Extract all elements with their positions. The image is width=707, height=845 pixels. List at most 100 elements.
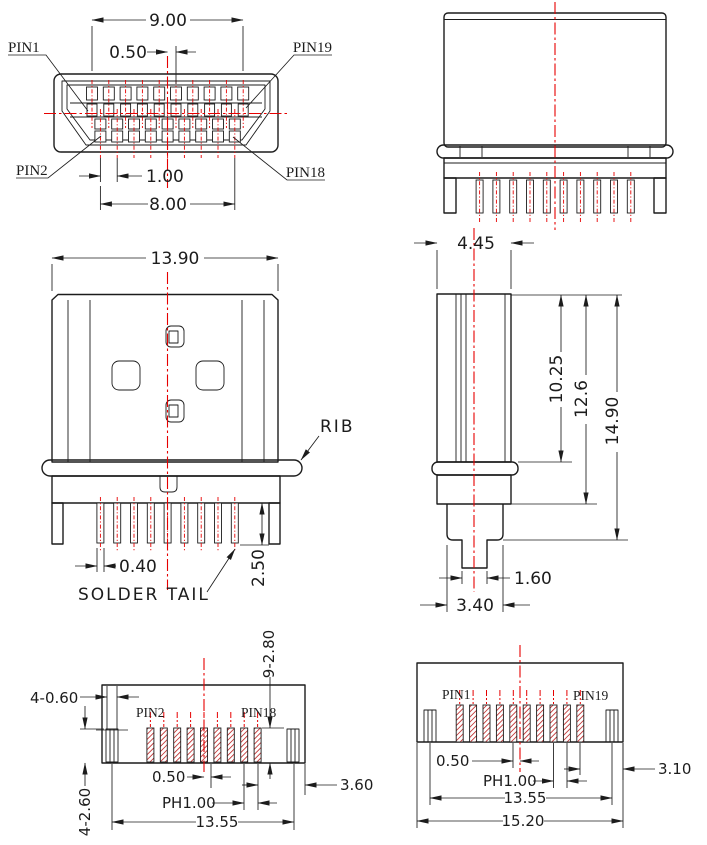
rear-pin-array	[475, 172, 635, 222]
dim-label: 13.90	[151, 249, 200, 269]
solder-pad	[509, 704, 518, 743]
dim-fpa-offset: 0.50	[152, 764, 231, 788]
dim-label: 13.55	[504, 789, 547, 807]
dim-label: 14.90	[603, 397, 623, 446]
dim-label: 1.00	[146, 167, 184, 187]
front-tongue	[70, 102, 262, 118]
solder-pad	[549, 704, 558, 743]
dim-fpa-edge: 3.60	[242, 764, 373, 795]
top-left-hole	[111, 360, 141, 391]
front-pin-array	[86, 80, 250, 158]
dim-fpb-span: 13.55	[429, 743, 613, 807]
solder-pad	[495, 704, 504, 743]
dim-label: 1.60	[514, 569, 552, 589]
dim-fpa-pad-length: 9-2.80	[260, 630, 284, 779]
fpa-right-slot	[286, 728, 300, 763]
dim-label: 0.50	[152, 768, 185, 786]
fpa-left-slot	[105, 728, 119, 763]
callout-solder-tail: SOLDER TAIL	[78, 548, 236, 605]
contact-upper	[186, 86, 199, 101]
contact-upper	[102, 86, 115, 101]
pin-label: PIN19	[573, 688, 609, 703]
solder-tail-label: SOLDER TAIL	[78, 585, 210, 605]
dim-fpb-offset: 0.50	[436, 743, 539, 770]
fpb-right-slot	[605, 709, 619, 743]
callout-pin18: PIN18	[232, 136, 325, 181]
fpb-pad-array	[455, 690, 585, 743]
solder-pad	[253, 727, 262, 763]
dim-front-pitch: 1.00	[79, 158, 184, 187]
dim-label: 3.10	[658, 760, 691, 778]
front-view: 9.00 0.50 PIN1 PIN19 PIN2 PIN18 1.	[8, 11, 332, 215]
dim-top-tail-length: 2.50	[240, 502, 269, 587]
rear-view	[436, 2, 674, 230]
solder-pad	[240, 727, 249, 763]
dim-fpa-pitch: PH1.00	[162, 764, 277, 812]
side-pedestal-leg	[446, 504, 504, 569]
top-center-notch	[159, 476, 178, 493]
dim-side-depth: 4.45	[414, 234, 534, 289]
dim-front-lower-width: 8.00	[99, 158, 236, 215]
solder-pad	[455, 704, 464, 743]
dim-label: 0.50	[436, 752, 469, 770]
pin-label: PIN19	[293, 40, 332, 56]
top-right-hole	[195, 360, 225, 391]
pin-label: PIN1	[8, 40, 40, 56]
top-base-block	[51, 475, 281, 504]
rear-right-leg	[653, 177, 667, 214]
dim-front-width: 9.00	[91, 11, 244, 71]
pin-label: PIN18	[286, 165, 325, 181]
dim-fpb-edge: 3.10	[564, 743, 691, 780]
solder-pad	[159, 727, 168, 763]
contact-upper	[86, 86, 98, 101]
dim-label: 13.55	[196, 813, 239, 831]
solder-pad	[482, 704, 491, 743]
dim-side-shell-height: 10.25	[518, 294, 572, 463]
contact-upper	[153, 86, 166, 101]
dim-fpa-slot-length: 4-2.60	[76, 706, 104, 836]
solder-pad	[469, 704, 478, 743]
callout-pin2: PIN2	[16, 135, 102, 179]
dim-label: 12.6	[572, 380, 592, 418]
dim-label: 4-2.60	[76, 788, 94, 836]
solder-pad	[562, 704, 571, 743]
dim-front-offset: 0.50	[109, 43, 196, 84]
fpb-left-slot	[423, 709, 437, 743]
footprint-b-view: PIN1 PIN19 0.50 PH1.00 13.55 15.20	[416, 645, 691, 830]
top-latch-upper	[165, 325, 185, 348]
dim-label: 3.40	[456, 596, 494, 616]
pin-label: PIN1	[442, 687, 471, 702]
dim-side-leg-width: 1.60	[439, 569, 552, 589]
dim-label: 2.50	[249, 549, 269, 587]
callout-pin1: PIN1	[8, 40, 89, 112]
dim-label: 15.20	[502, 812, 545, 830]
dim-fpb-pitch: PH1.00	[483, 743, 587, 790]
contact-upper	[203, 86, 216, 101]
dim-fpa-slot-width: 4-0.60	[30, 686, 139, 731]
footprint-a-view: PIN2 PIN18 4-0.60 4-2.60 9-2.80 0.50	[30, 630, 373, 836]
dim-fpb-width: 15.20	[416, 743, 624, 830]
side-view: 4.45 10.25 12.6 14.90 1.60	[414, 228, 628, 616]
solder-pad	[186, 727, 195, 763]
dim-label: 0.50	[109, 43, 147, 63]
solder-pad	[173, 727, 182, 763]
contact-upper	[119, 86, 132, 101]
dim-label: 0.40	[119, 557, 157, 577]
contact-upper	[170, 86, 182, 101]
front-shell-inner2	[66, 84, 266, 141]
callout-rib: RIB	[300, 417, 355, 461]
dim-label: 8.00	[149, 195, 187, 215]
rear-left-leg	[443, 177, 457, 214]
solder-pad	[536, 704, 545, 743]
dim-side-total-height: 14.90	[503, 294, 628, 541]
dim-side-housing-height: 12.6	[511, 294, 597, 505]
solder-pad	[146, 727, 155, 763]
dim-label: 9-2.80	[260, 630, 278, 678]
dim-top-tail-width: 0.40	[75, 548, 157, 577]
dim-label: PH1.00	[483, 772, 537, 790]
solder-pad	[576, 704, 585, 743]
rib-label: RIB	[320, 417, 355, 437]
dim-label: 3.60	[340, 776, 373, 794]
side-rib-collar	[431, 461, 519, 476]
